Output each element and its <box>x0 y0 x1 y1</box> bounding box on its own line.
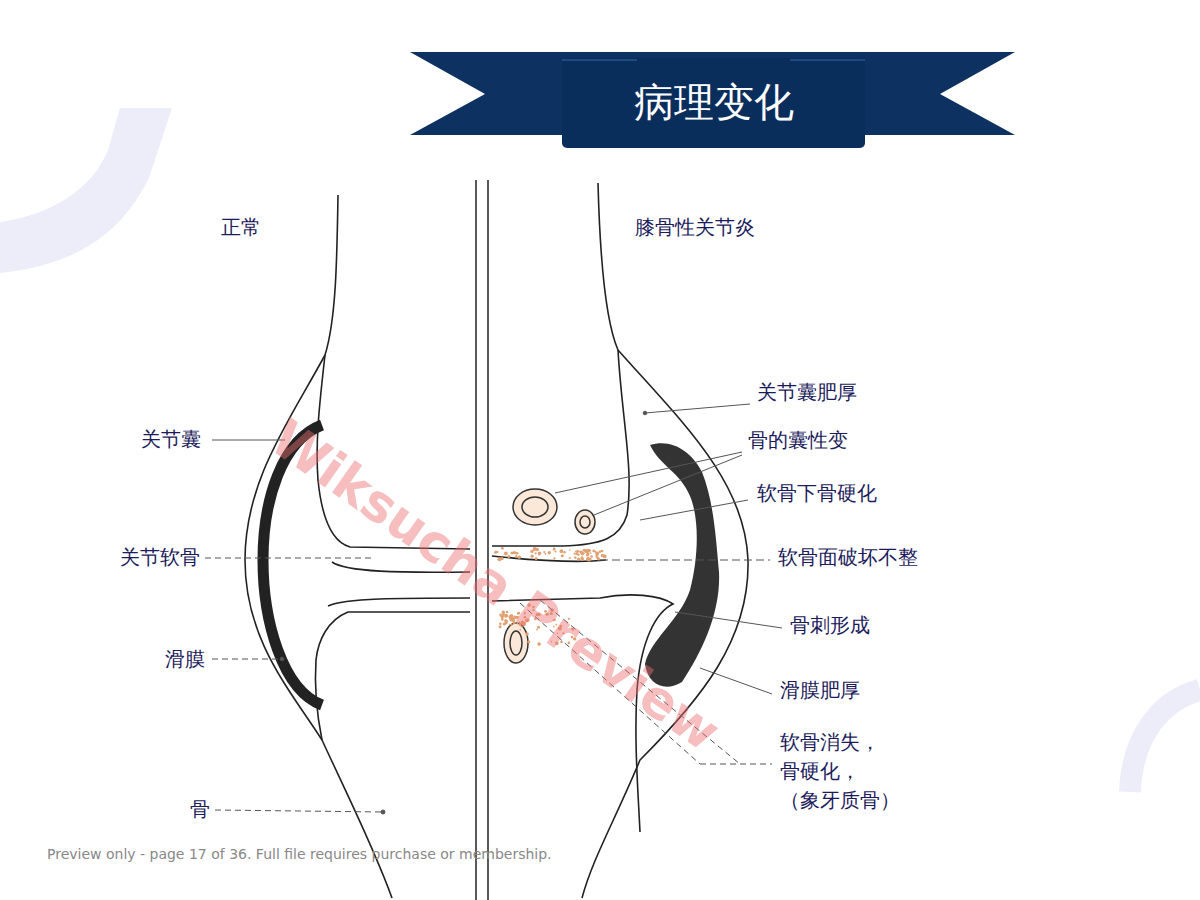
banner-edge <box>790 59 865 61</box>
stipple-dot <box>596 556 599 559</box>
stipple-dot <box>569 549 571 551</box>
stipple-dot <box>595 552 599 556</box>
stipple-dot <box>518 555 522 559</box>
stipple-dot <box>587 557 590 560</box>
leader-line <box>600 560 770 561</box>
stipple-dot <box>535 552 537 554</box>
stipple-dot <box>603 555 607 559</box>
stipple-dot <box>586 553 589 556</box>
stipple-dot <box>544 553 546 555</box>
bone-cyst <box>575 510 595 534</box>
part-label: 软骨面破坏不整 <box>778 545 918 569</box>
femur-outline <box>492 350 629 546</box>
stipple-dot <box>569 557 571 559</box>
stipple-dot <box>548 551 551 554</box>
leader-line <box>212 659 282 660</box>
leader-line <box>700 764 772 765</box>
cartilage-outline <box>328 598 470 606</box>
stipple-dot <box>587 558 591 562</box>
stipple-dot <box>574 556 577 559</box>
joint-capsule-outline <box>245 195 392 898</box>
stipple-dot <box>584 549 586 551</box>
banner-edge <box>562 59 637 61</box>
bone-cyst <box>522 497 548 517</box>
part-label: 骨刺形成 <box>790 613 870 637</box>
stipple-dot <box>596 553 599 556</box>
stipple-dot <box>601 550 604 553</box>
leader-line <box>205 558 372 559</box>
part-label: 骨的囊性变 <box>748 428 848 452</box>
stipple-dot <box>581 553 583 555</box>
stipple-dot <box>590 555 593 558</box>
stipple-dot <box>561 554 564 557</box>
part-label: 滑膜 <box>165 647 205 671</box>
stipple-dot <box>553 549 555 551</box>
stipple-dot <box>577 557 580 560</box>
part-label: 关节囊 <box>141 427 201 451</box>
stipple-dot <box>590 552 592 554</box>
panel-heading: 正常 <box>221 215 261 239</box>
stipple-dot <box>604 556 606 558</box>
decor-arc <box>1130 690 1200 792</box>
stipple-dot <box>560 549 564 553</box>
stipple-dot <box>583 549 586 552</box>
leader-dot <box>643 411 647 415</box>
leader-line <box>215 810 383 812</box>
stipple-dot <box>601 554 604 557</box>
stipple-dot <box>553 557 555 559</box>
stipple-dot <box>531 555 534 558</box>
leader-dot <box>381 810 385 814</box>
stipple-dot <box>515 555 517 557</box>
decor-arc <box>0 108 172 273</box>
footer-note: Preview only - page 17 of 36. Full file … <box>47 846 552 863</box>
leader-line <box>555 452 742 493</box>
leader-line <box>640 500 748 520</box>
watermark: Wiksucha Preview <box>259 407 731 764</box>
stipple-dot <box>586 557 589 560</box>
stipple-dot <box>516 552 519 555</box>
part-label: 关节软骨 <box>120 545 200 569</box>
stipple-dot <box>538 552 542 556</box>
leader-dot <box>280 657 284 661</box>
stipple-dot <box>535 548 539 552</box>
stipple-dot <box>576 550 579 553</box>
tibia-outline <box>315 612 470 740</box>
part-label: 软骨下骨硬化 <box>757 481 877 505</box>
title-banner <box>562 58 865 148</box>
joint-capsule-outline <box>582 183 748 898</box>
stipple-dot <box>581 556 583 558</box>
leader-line <box>594 455 742 515</box>
stipple-dot <box>513 551 516 554</box>
stipple-dot <box>555 550 557 552</box>
stipple-dot <box>501 547 504 550</box>
stipple-dot <box>580 551 583 554</box>
stipple-dot <box>563 551 565 553</box>
stipple-dot <box>601 555 604 558</box>
divider-line <box>487 180 489 900</box>
stipple-dot <box>515 556 517 558</box>
stipple-dot <box>543 551 545 553</box>
stipple-dot <box>581 553 584 556</box>
part-label: 滑膜肥厚 <box>780 678 860 702</box>
part-label: 关节囊肥厚 <box>757 380 857 404</box>
part-label: 骨 <box>190 797 210 821</box>
slide-title: 病理变化 <box>562 78 865 126</box>
stipple-dot <box>594 551 596 553</box>
bone-cyst <box>513 489 557 525</box>
panel-heading: 膝骨性关节炎 <box>635 215 755 239</box>
stipple-dot <box>535 557 538 560</box>
bone-cyst <box>580 516 590 528</box>
leader-line <box>675 612 782 628</box>
stipple-dot <box>553 548 556 551</box>
leader-line <box>645 404 750 413</box>
leader-line <box>700 668 772 694</box>
part-label: 软骨消失，骨硬化， （象牙质骨） <box>780 728 900 815</box>
